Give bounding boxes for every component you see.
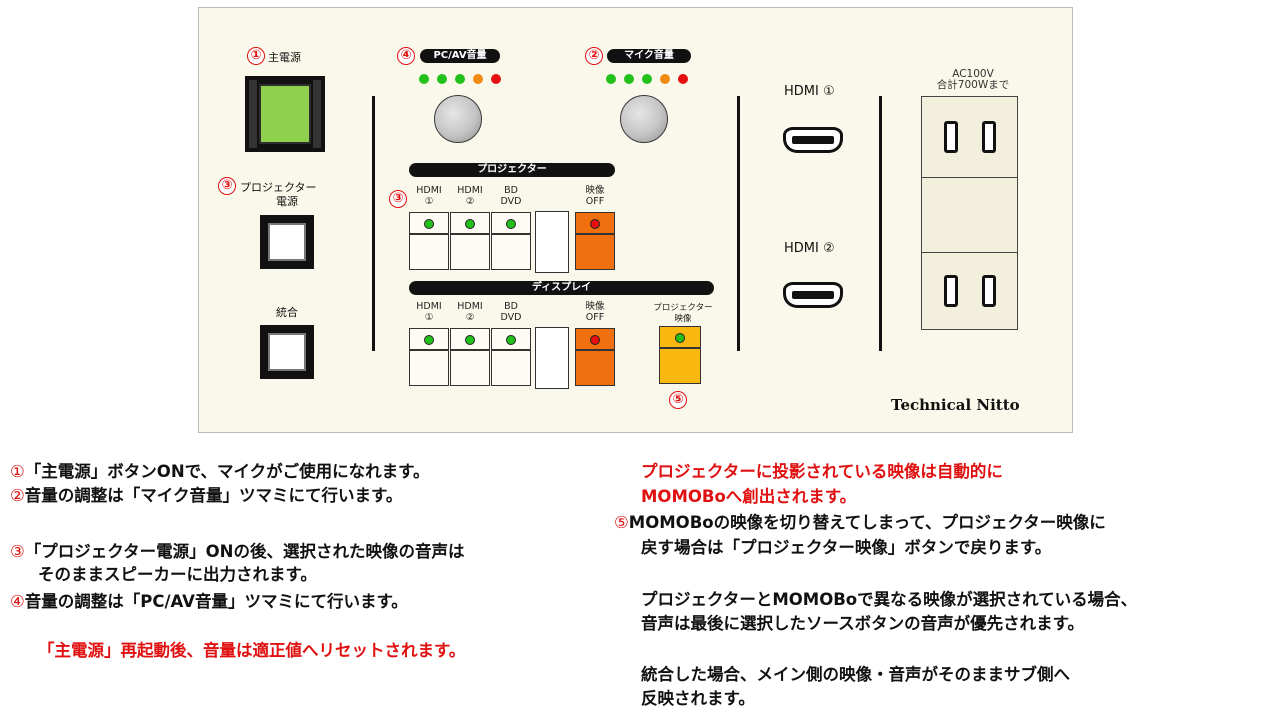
mic-volume-knob[interactable]	[620, 95, 668, 143]
disp-off-button[interactable]	[575, 328, 615, 386]
mic-led-1	[606, 74, 616, 84]
note-left-3: ③「プロジェクター電源」ONの後、選択された映像の音声は	[10, 542, 465, 561]
outlet-upper	[921, 96, 1018, 178]
projector-power-button[interactable]	[260, 215, 314, 269]
note-left-5: ④音量の調整は「PC/AV音量」ツマミにて行います。	[10, 592, 408, 611]
mic-led-5	[678, 74, 688, 84]
disp-bd-button[interactable]	[491, 328, 531, 386]
hdmi1-port	[783, 127, 843, 153]
projector-video-button[interactable]	[659, 326, 701, 384]
proj-hdmi2-button[interactable]	[450, 212, 490, 270]
integrate-button[interactable]	[260, 325, 314, 379]
brand-logo: Technical Nitto	[891, 396, 1020, 414]
proj-off-button[interactable]	[575, 212, 615, 270]
marker-2: ②	[585, 47, 603, 65]
disp-blank-slot	[535, 327, 569, 389]
main-power-button[interactable]	[245, 76, 325, 152]
marker-5: ⑤	[669, 391, 687, 409]
disp-col-projector-video: プロジェクター映像	[653, 303, 713, 324]
note-right-7: 統合した場合、メイン側の映像・音声がそのままサブ側へ	[641, 665, 1070, 684]
projector-power-label: プロジェクター	[240, 181, 317, 194]
display-section-title: ディスプレイ	[409, 281, 714, 295]
divider-1	[372, 96, 375, 351]
marker-4: ④	[397, 47, 415, 65]
disp-hdmi2-button[interactable]	[450, 328, 490, 386]
note-right-8: 反映されます。	[641, 689, 755, 708]
divider-2	[737, 96, 740, 351]
proj-hdmi1-button[interactable]	[409, 212, 449, 270]
pcav-led-3	[455, 74, 465, 84]
note-right-5: プロジェクターとMOMOBoで異なる映像が選択されている場合、	[641, 590, 1138, 609]
note-right-6: 音声は最後に選択したソースボタンの音声が優先されます。	[641, 614, 1085, 633]
disp-hdmi1-button[interactable]	[409, 328, 449, 386]
hdmi2-label: HDMI ②	[784, 241, 835, 256]
outlet-lower	[921, 252, 1018, 330]
note-left-warning: 「主電源」再起動後、音量は適正値へリセットされます。	[38, 641, 466, 660]
proj-blank-slot	[535, 211, 569, 273]
note-left-1: ①「主電源」ボタンONで、マイクがご使用になれます。	[10, 462, 430, 481]
divider-3	[879, 96, 882, 351]
projector-power-label-2: 電源	[276, 195, 298, 208]
marker-3a: ③	[218, 177, 236, 195]
marker-1: ①	[247, 47, 265, 65]
pcav-led-1	[419, 74, 429, 84]
pcav-led-5	[491, 74, 501, 84]
note-right-2: MOMOBoへ創出されます。	[641, 487, 857, 506]
projector-section-title: プロジェクター	[409, 163, 615, 177]
note-right-1: プロジェクターに投影されている映像は自動的に	[641, 462, 1003, 481]
mic-led-4	[660, 74, 670, 84]
marker-3b: ③	[389, 190, 407, 208]
pcav-led-4	[473, 74, 483, 84]
pcav-led-2	[437, 74, 447, 84]
note-right-3: ⑤MOMOBoの映像を切り替えてしまって、プロジェクター映像に	[614, 513, 1106, 532]
note-left-4: そのままスピーカーに出力されます。	[38, 565, 317, 584]
pcav-volume-label: PC/AV音量	[420, 49, 500, 63]
mic-led-3	[642, 74, 652, 84]
note-right-4: 戻す場合は「プロジェクター映像」ボタンで戻ります。	[641, 538, 1052, 557]
mic-volume-label: マイク音量	[607, 49, 691, 63]
hdmi1-label: HDMI ①	[784, 84, 835, 99]
mic-led-2	[624, 74, 634, 84]
hdmi2-port	[783, 282, 843, 308]
outlet-middle	[921, 177, 1018, 253]
pcav-volume-knob[interactable]	[434, 95, 482, 143]
main-power-label: 主電源	[268, 51, 301, 64]
proj-bd-button[interactable]	[491, 212, 531, 270]
note-left-2: ②音量の調整は「マイク音量」ツマミにて行います。	[10, 486, 403, 505]
integrate-label: 統合	[276, 306, 298, 319]
